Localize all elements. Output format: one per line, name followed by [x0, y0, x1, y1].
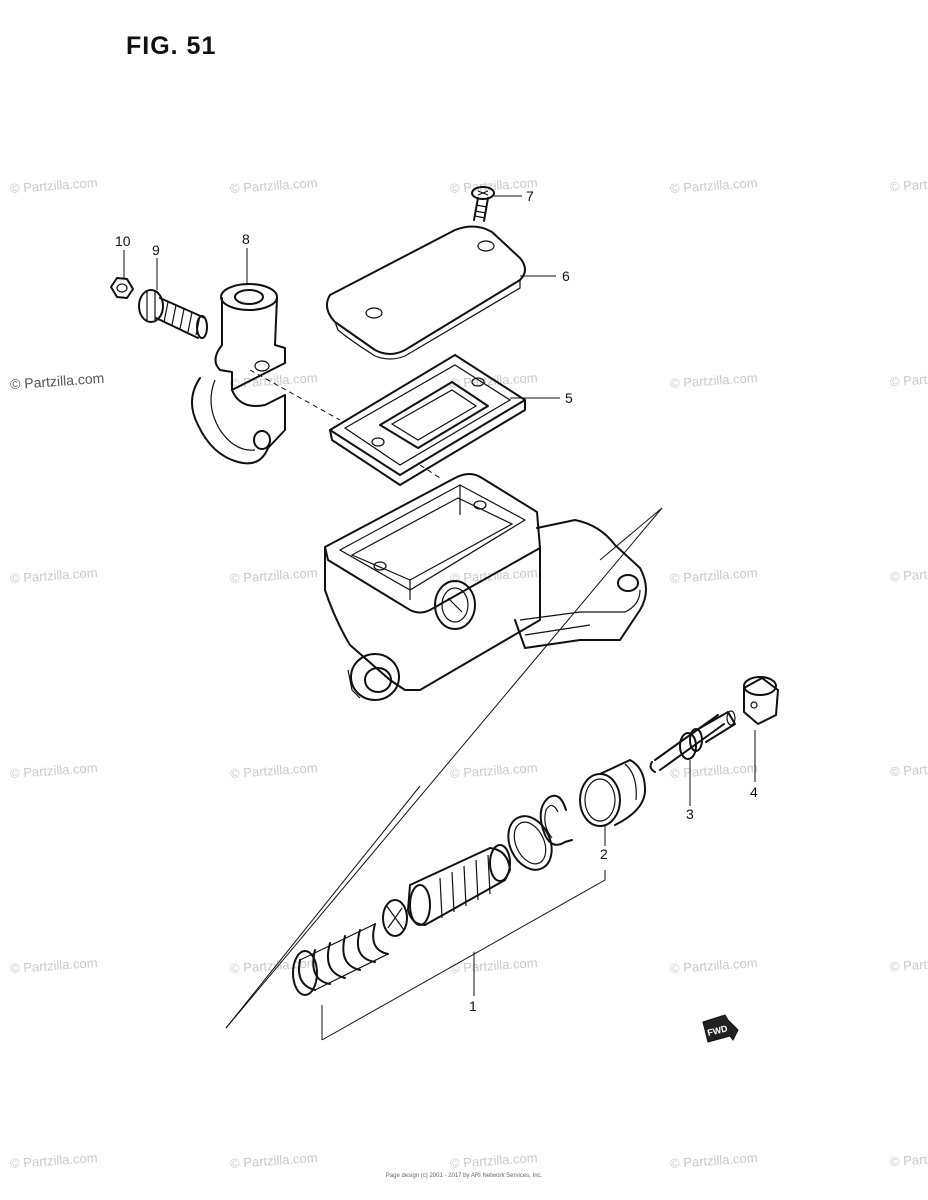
- boot-part-2: [579, 759, 646, 827]
- callout-2: 2: [600, 846, 608, 862]
- screw-part-7: [471, 186, 495, 222]
- callout-8: 8: [242, 231, 250, 247]
- snap-ring: [539, 794, 573, 846]
- callout-1: 1: [469, 998, 477, 1014]
- bolt-part-9: [138, 289, 208, 339]
- nut-part-10: [110, 277, 134, 299]
- washer: [507, 815, 553, 871]
- return-spring: [292, 923, 389, 996]
- diaphragm-part-5: [329, 354, 526, 486]
- master-cylinder-body: [324, 473, 647, 701]
- footer-copyright: Page design (c) 2001 - 2017 by ARI Netwo…: [385, 1173, 543, 1179]
- callout-4: 4: [750, 784, 758, 800]
- piston: [407, 844, 511, 926]
- push-rod-part-3: [649, 710, 736, 773]
- callout-leaders: [123, 195, 756, 1041]
- callout-5: 5: [565, 390, 573, 406]
- reservoir-cap-part-6: [325, 225, 526, 360]
- alignment-guide-lines: [225, 369, 663, 1029]
- fwd-label: FWD: [706, 1023, 729, 1038]
- callout-3: 3: [686, 806, 694, 822]
- callout-6: 6: [562, 268, 570, 284]
- page-footer: Page design (c) 2001 - 2017 by ARI Netwo…: [0, 1172, 928, 1180]
- spring-seat: [382, 899, 408, 937]
- pin-part-4: [743, 676, 779, 725]
- callout-9: 9: [152, 242, 160, 258]
- callout-7: 7: [526, 188, 534, 204]
- figure-title: FIG. 51: [126, 32, 217, 60]
- bracket-part-8: [191, 283, 286, 465]
- fwd-arrow-icon: FWD: [702, 1014, 739, 1043]
- callout-10: 10: [115, 233, 131, 249]
